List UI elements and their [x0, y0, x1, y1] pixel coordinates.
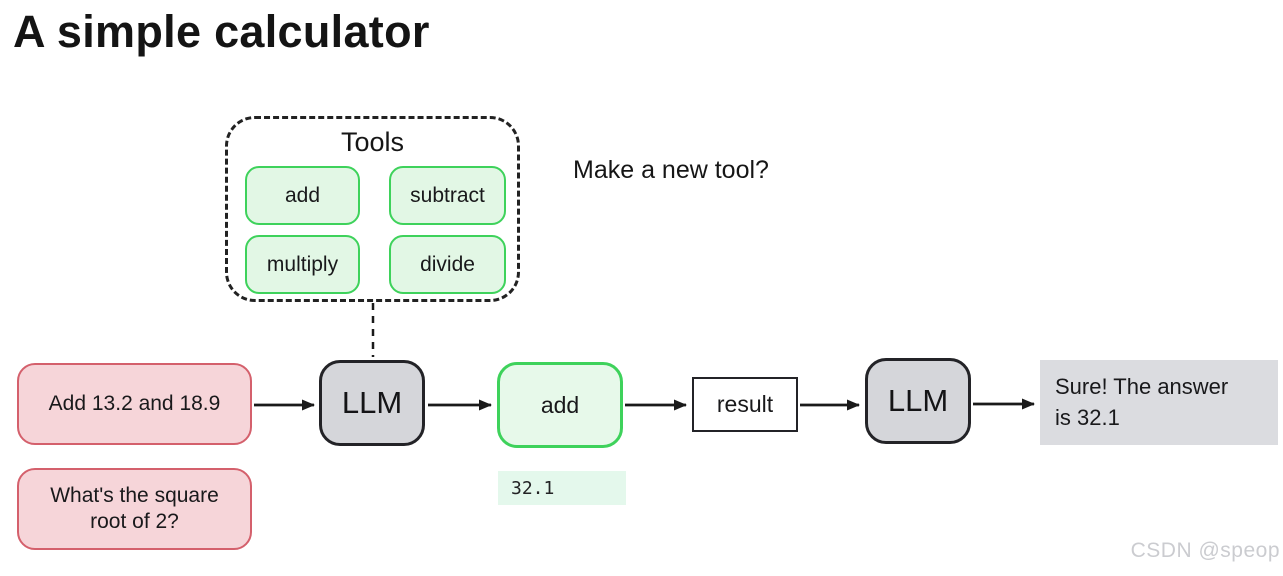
- llm-response-line1: Sure! The answer: [1055, 374, 1229, 399]
- tools-grid: add subtract multiply divide: [245, 166, 506, 294]
- make-new-tool-annotation: Make a new tool?: [573, 156, 769, 184]
- llm-response-box: Sure! The answer is 32.1: [1040, 360, 1278, 445]
- llm-node-2: LLM: [865, 358, 971, 444]
- tools-panel: Tools add subtract multiply divide: [225, 116, 520, 302]
- tool-output-value: 32.1: [498, 471, 626, 505]
- llm-response-line2: is 32.1: [1055, 404, 1120, 430]
- watermark: CSDN @speop: [1130, 539, 1280, 562]
- tool-chip-divide: divide: [389, 235, 506, 294]
- tools-panel-title: Tools: [340, 127, 405, 157]
- tool-chip-multiply: multiply: [245, 235, 360, 294]
- page-title: A simple calculator: [13, 6, 430, 57]
- user-prompt-add: Add 13.2 and 18.9: [17, 363, 252, 445]
- tool-chip-subtract: subtract: [389, 166, 506, 225]
- tool-call-node: add: [497, 362, 623, 448]
- user-prompt-sqrt: What's the square root of 2?: [17, 468, 252, 550]
- llm-node-1: LLM: [319, 360, 425, 446]
- result-node: result: [692, 377, 798, 432]
- tool-chip-add: add: [245, 166, 360, 225]
